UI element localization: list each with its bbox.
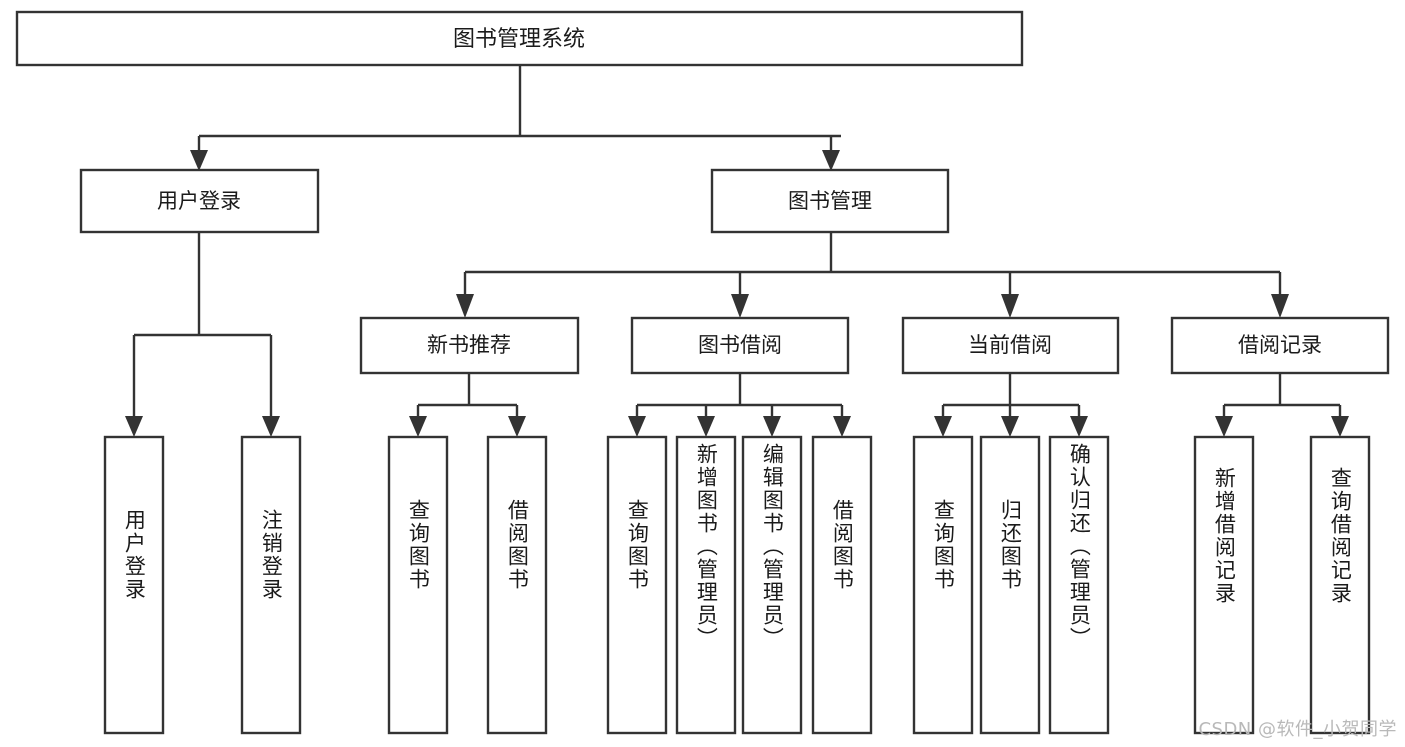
leaf-box-confirm-return-admin[interactable] bbox=[1048, 435, 1110, 735]
arrow-bookborrow-l2 bbox=[697, 416, 715, 437]
leaf-box-add-borrow-record[interactable] bbox=[1193, 435, 1255, 735]
arrow-to-new-book bbox=[456, 294, 474, 318]
arrow-currentborrow-l3 bbox=[1070, 416, 1088, 437]
leaf-box-add-book-admin[interactable] bbox=[675, 435, 737, 735]
arrow-currentborrow-l2 bbox=[1001, 416, 1019, 437]
leaf-boxes-new-book-recommend bbox=[387, 435, 548, 735]
node-book-borrow[interactable]: 图书借阅 bbox=[630, 316, 850, 375]
leaf-box-user-login[interactable] bbox=[103, 435, 165, 735]
arrow-borrowrecord-l1 bbox=[1215, 416, 1233, 437]
arrow-newbook-l2 bbox=[508, 416, 526, 437]
leaf-box-logout[interactable] bbox=[240, 435, 302, 735]
arrow-to-current-borrow bbox=[1001, 294, 1019, 318]
node-book-management[interactable]: 图书管理 bbox=[710, 168, 950, 234]
watermark: CSDN @软件_小贺同学 bbox=[1198, 719, 1397, 740]
node-current-borrow-label: 当前借阅 bbox=[968, 333, 1052, 357]
node-borrow-record[interactable]: 借阅记录 bbox=[1170, 316, 1390, 375]
node-new-book-recommend-box[interactable] bbox=[359, 316, 580, 375]
arrow-to-book-borrow bbox=[731, 294, 749, 318]
arrow-userlogin-leaf2 bbox=[262, 416, 280, 437]
arrow-userlogin-leaf1 bbox=[125, 416, 143, 437]
leaf-box-edit-book-admin[interactable] bbox=[741, 435, 803, 735]
leaf-boxes-borrow-record bbox=[1193, 435, 1371, 735]
node-current-borrow[interactable]: 当前借阅 bbox=[901, 316, 1120, 375]
node-current-borrow-box[interactable] bbox=[901, 316, 1120, 375]
arrow-newbook-l1 bbox=[409, 416, 427, 437]
leaf-box-borrow-book-2[interactable] bbox=[811, 435, 873, 735]
leaf-box-borrow-book-1[interactable] bbox=[486, 435, 548, 735]
leaf-box-query-book-1[interactable] bbox=[387, 435, 449, 735]
arrow-borrowrecord-l2 bbox=[1331, 416, 1349, 437]
leaf-box-query-borrow-record[interactable] bbox=[1309, 435, 1371, 735]
arrow-bookborrow-l4 bbox=[833, 416, 851, 437]
arrow-bookborrow-l1 bbox=[628, 416, 646, 437]
node-book-borrow-label: 图书借阅 bbox=[698, 333, 782, 357]
node-root[interactable]: 图书管理系统 bbox=[15, 10, 1024, 67]
leaf-boxes-user-login bbox=[103, 435, 302, 735]
node-borrow-record-box[interactable] bbox=[1170, 316, 1390, 375]
node-new-book-recommend-label: 新书推荐 bbox=[427, 333, 511, 357]
node-user-login-box[interactable] bbox=[79, 168, 320, 234]
arrow-to-borrow-record bbox=[1271, 294, 1289, 318]
arrow-bookborrow-l3 bbox=[763, 416, 781, 437]
node-new-book-recommend[interactable]: 新书推荐 bbox=[359, 316, 580, 375]
node-user-login[interactable]: 用户登录 bbox=[79, 168, 320, 234]
node-root-label: 图书管理系统 bbox=[453, 27, 585, 52]
leaf-boxes-current-borrow bbox=[912, 435, 1110, 735]
arrow-currentborrow-l1 bbox=[934, 416, 952, 437]
arrow-to-user-login bbox=[190, 150, 208, 171]
arrow-to-book-mgmt bbox=[822, 150, 840, 171]
leaf-box-query-book-3[interactable] bbox=[912, 435, 974, 735]
node-user-login-label: 用户登录 bbox=[157, 189, 241, 213]
node-book-management-box[interactable] bbox=[710, 168, 950, 234]
node-root-box[interactable] bbox=[15, 10, 1024, 67]
node-borrow-record-label: 借阅记录 bbox=[1238, 333, 1322, 357]
leaf-box-query-book-2[interactable] bbox=[606, 435, 668, 735]
leaf-box-return-book[interactable] bbox=[979, 435, 1041, 735]
leaf-boxes-book-borrow bbox=[606, 435, 873, 735]
connectors bbox=[125, 65, 1349, 437]
node-book-management-label: 图书管理 bbox=[788, 189, 872, 213]
node-book-borrow-box[interactable] bbox=[630, 316, 850, 375]
